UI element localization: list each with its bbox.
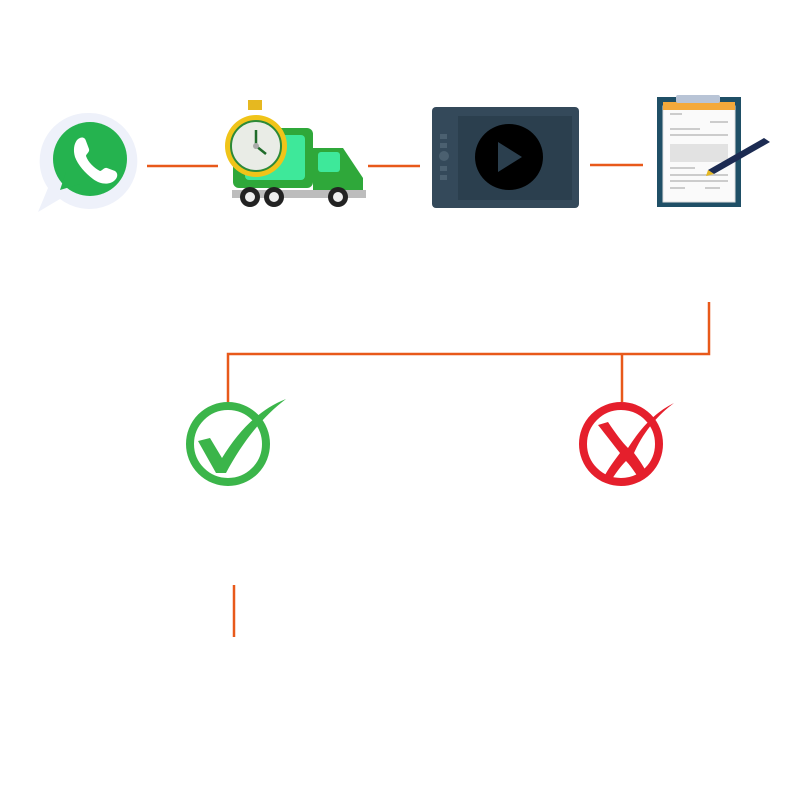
cross-icon xyxy=(579,402,674,486)
video-player-icon xyxy=(432,107,579,208)
delivery-truck-icon xyxy=(225,100,366,207)
connector-branch-accept xyxy=(226,302,711,402)
checkmark-icon xyxy=(186,399,286,486)
whatsapp-icon xyxy=(38,112,138,212)
clipboard-form-icon xyxy=(657,95,770,207)
connectors xyxy=(147,163,711,637)
